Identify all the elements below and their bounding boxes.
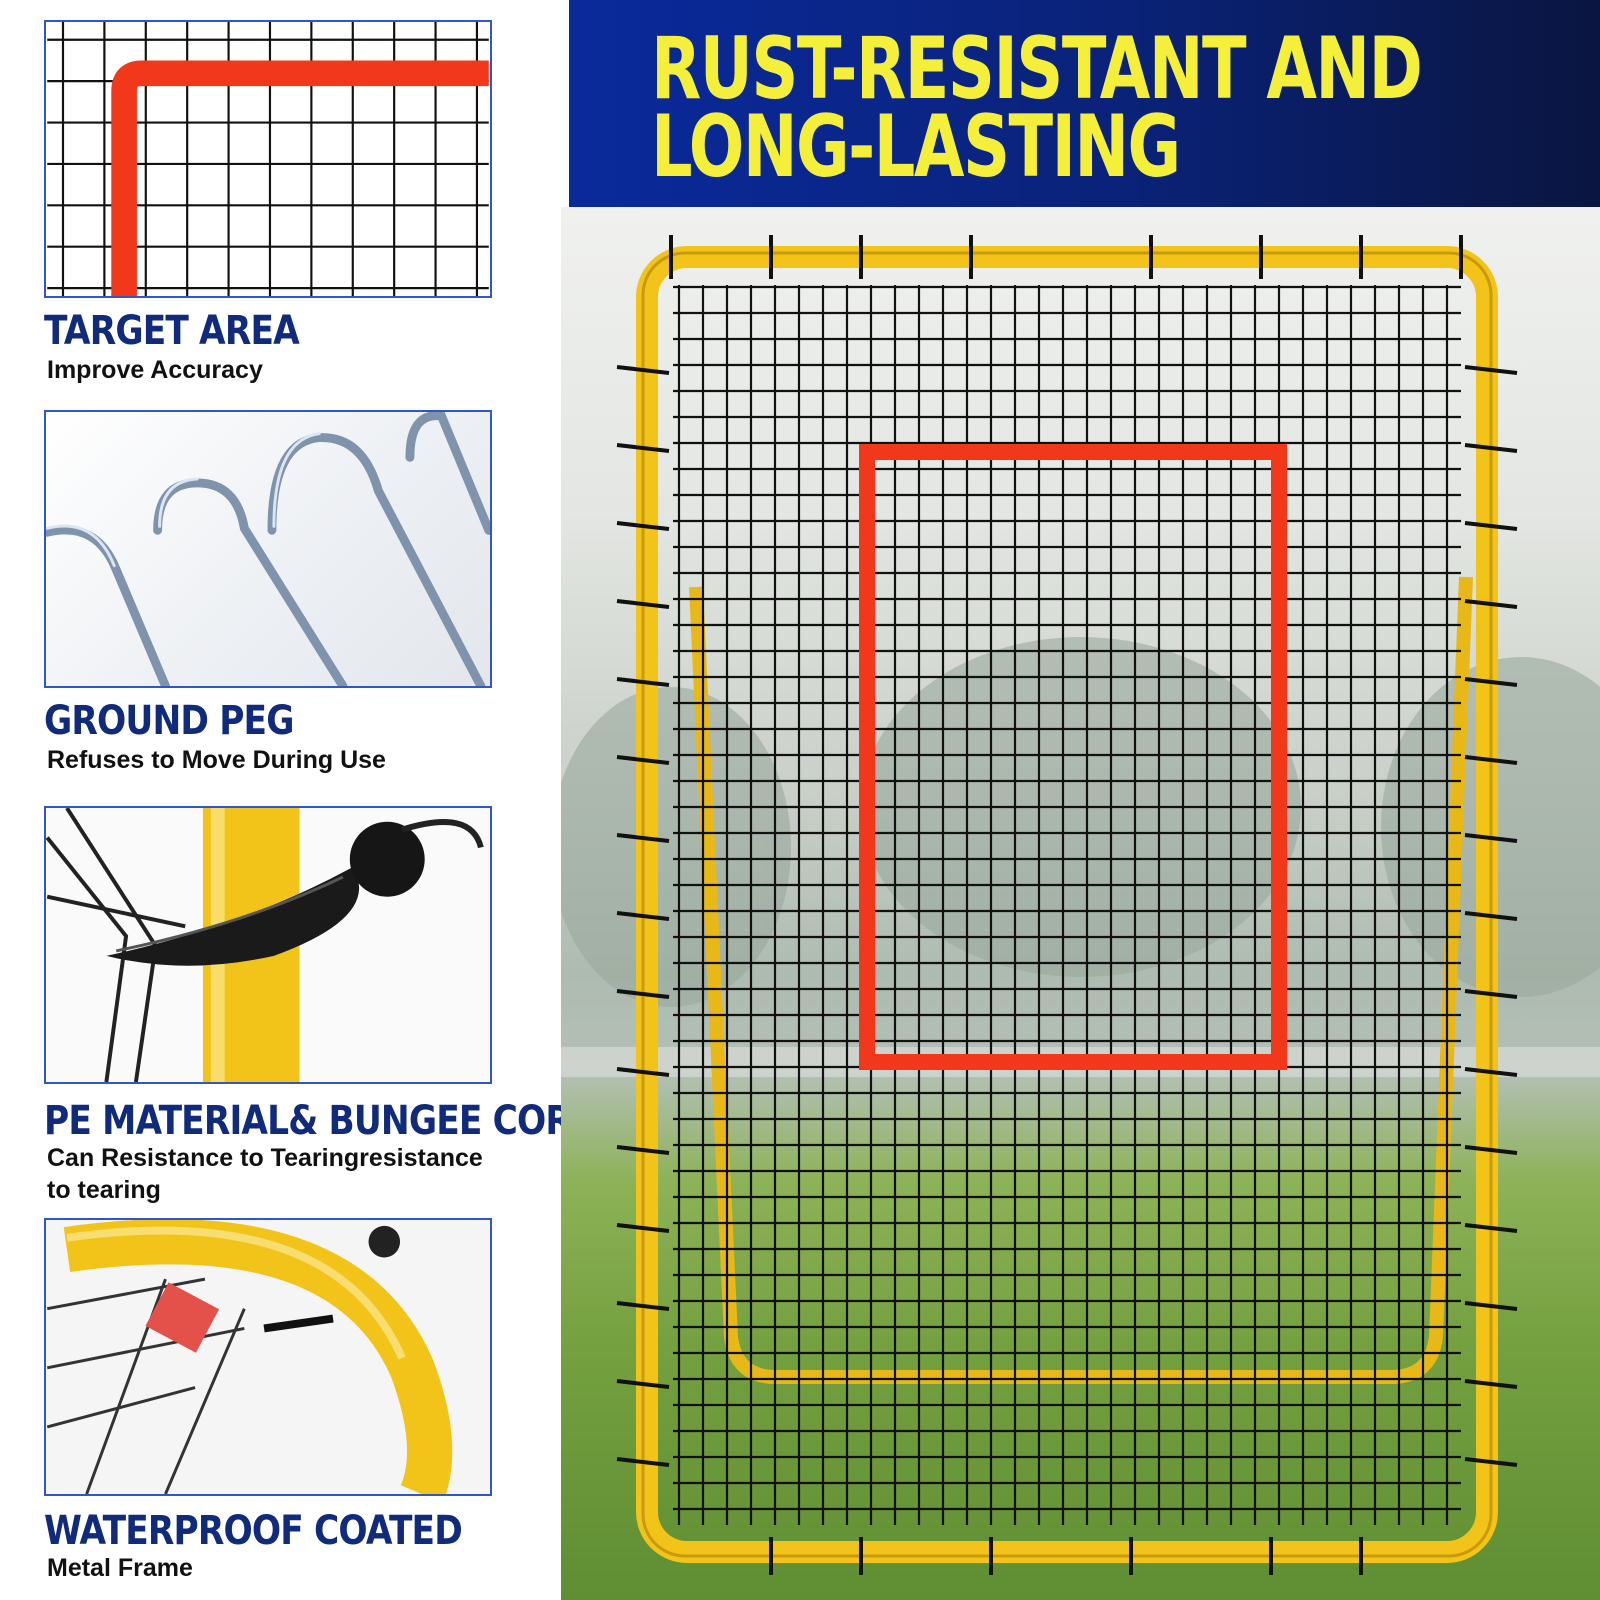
bungee-tie <box>616 1457 670 1467</box>
bungee-tie <box>616 1379 670 1389</box>
feature-subtitle-pe-material: Can Resistance to Tearingresistance <box>47 1144 483 1172</box>
headline-line-1: RUST-RESISTANT AND <box>651 19 1423 119</box>
bungee-tie <box>616 1223 670 1233</box>
feature-subtitle-waterproof: Metal Frame <box>47 1554 193 1582</box>
bungee-tie <box>1464 1379 1518 1389</box>
ground-peg-hooks-icon <box>46 412 490 686</box>
bungee-cord-knot-icon <box>46 808 484 1082</box>
headline-line-2: LONG-LASTING <box>651 97 1181 197</box>
headline-banner: RUST-RESISTANT AND LONG-LASTING <box>569 0 1600 207</box>
feature-subtitle-pe-material-line2: to tearing <box>47 1176 161 1204</box>
bungee-tie <box>616 521 670 531</box>
bungee-tie <box>1464 1223 1518 1233</box>
bungee-tie <box>1464 755 1518 765</box>
bungee-tie <box>616 911 670 921</box>
bungee-tie <box>1464 989 1518 999</box>
bungee-tie <box>1464 1145 1518 1155</box>
bungee-tie <box>616 1067 670 1077</box>
feature-subtitle-ground-peg: Refuses to Move During Use <box>47 746 386 774</box>
feature-title-target-area: TARGET AREA <box>44 308 300 354</box>
net-mesh-closeup-icon <box>47 22 489 296</box>
bungee-tie <box>616 833 670 843</box>
bungee-tie <box>616 365 670 375</box>
bungee-tie <box>616 755 670 765</box>
bungee-cord-image <box>44 806 492 1084</box>
bungee-tie <box>616 1301 670 1311</box>
bungee-tie <box>1464 1067 1518 1077</box>
rebounder-product-photo <box>561 207 1600 1600</box>
bungee-tie <box>1464 1301 1518 1311</box>
bungee-tie <box>1464 599 1518 609</box>
bungee-tie <box>616 1145 670 1155</box>
bungee-tie <box>1464 677 1518 687</box>
bungee-tie <box>1464 911 1518 921</box>
bungee-tie <box>1464 443 1518 453</box>
bungee-tie <box>616 677 670 687</box>
bungee-tie <box>616 443 670 453</box>
bungee-tie <box>1464 365 1518 375</box>
feature-title-ground-peg: GROUND PEG <box>44 698 294 744</box>
bungee-tie <box>1464 521 1518 531</box>
feature-title-pe-material: PE MATERIAL& BUNGEE CORDS <box>44 1098 623 1144</box>
bungee-tie <box>616 599 670 609</box>
ground-peg-image <box>44 410 492 688</box>
target-area-image <box>44 20 492 298</box>
bungee-tie <box>1464 1457 1518 1467</box>
feature-subtitle-target-area: Improve Accuracy <box>47 356 263 384</box>
rebounder-net-illustration <box>561 235 1600 1575</box>
bungee-tie <box>1464 833 1518 843</box>
frame-corner-closeup-icon <box>46 1220 453 1494</box>
waterproof-frame-image <box>44 1218 492 1496</box>
feature-title-waterproof: WATERPROOF COATED <box>44 1508 463 1554</box>
bungee-tie <box>616 989 670 999</box>
